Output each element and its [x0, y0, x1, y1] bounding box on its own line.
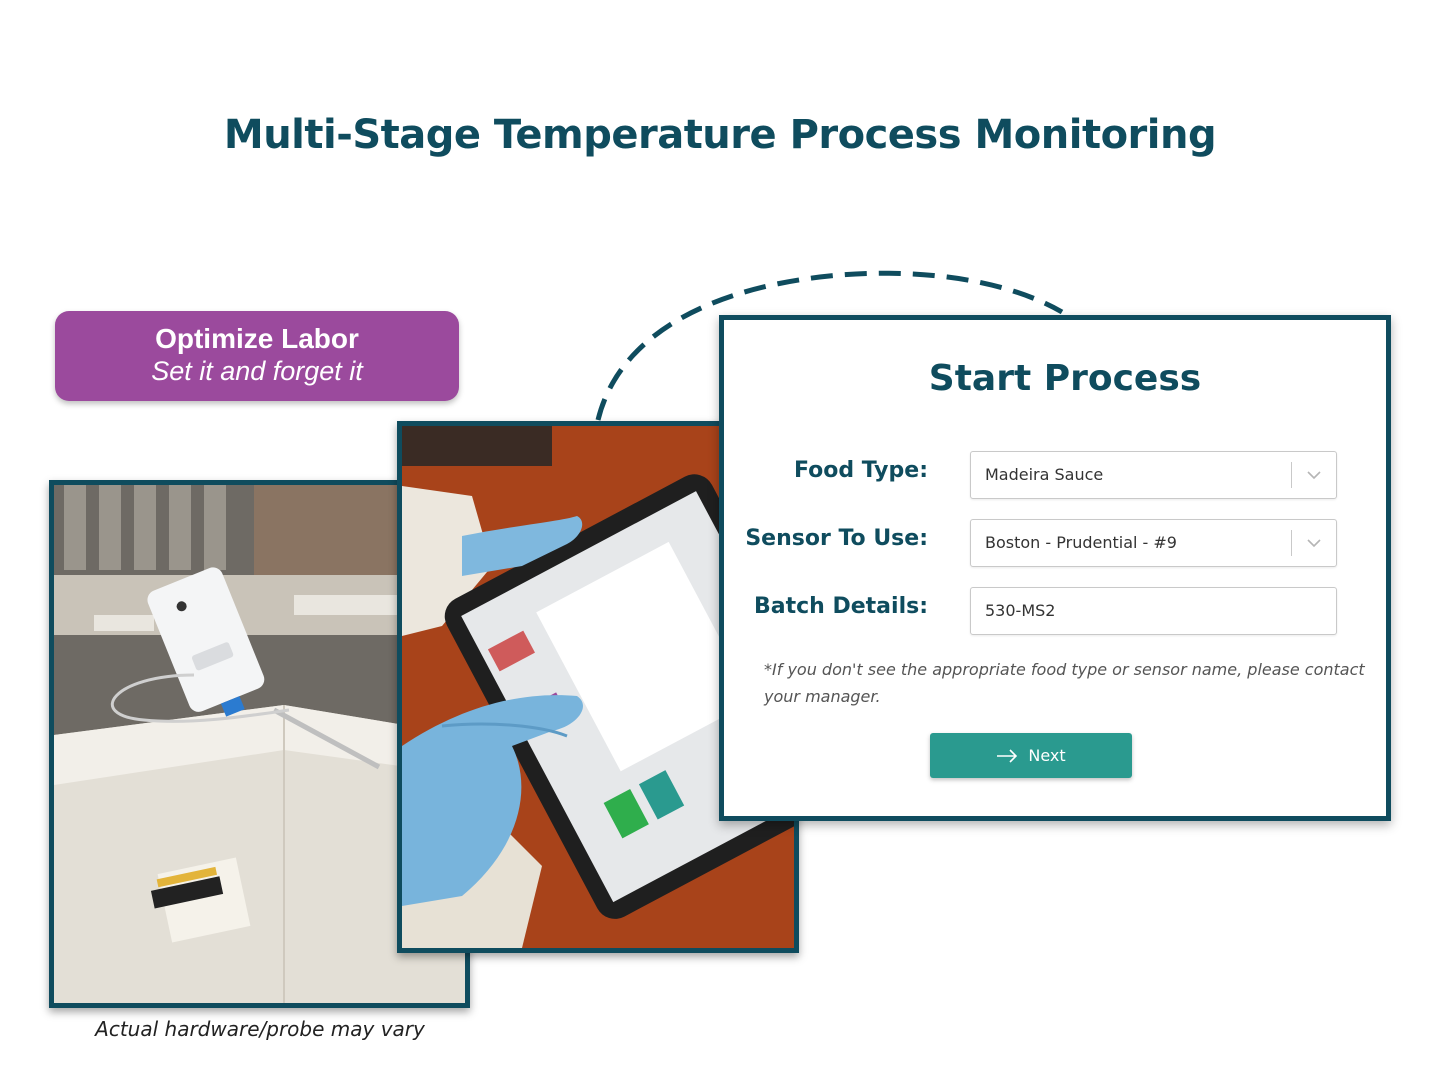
sensor-photo [49, 480, 470, 1008]
dropdown-separator [1291, 530, 1292, 556]
hardware-caption: Actual hardware/probe may vary [95, 1017, 425, 1041]
next-label: Next [1028, 746, 1066, 765]
start-process-card: Start Process Food Type: Madeira Sauce S… [719, 315, 1391, 821]
food-type-value: Madeira Sauce [985, 465, 1104, 484]
dropdown-separator [1291, 462, 1292, 488]
food-type-label: Food Type: [794, 458, 928, 483]
badge-title: Optimize Labor [155, 323, 359, 354]
sensor-value: Boston - Prudential - #9 [985, 533, 1177, 552]
badge-subtitle: Set it and forget it [151, 356, 363, 386]
next-button[interactable]: Next [930, 733, 1132, 778]
page-title: Multi-Stage Temperature Process Monitori… [223, 112, 1217, 158]
food-type-dropdown[interactable]: Madeira Sauce [970, 451, 1337, 499]
batch-details-input[interactable]: 530-MS2 [970, 587, 1337, 635]
help-note: *If you don't see the appropriate food t… [764, 660, 1365, 706]
sensor-dropdown[interactable]: Boston - Prudential - #9 [970, 519, 1337, 567]
batch-details-value: 530-MS2 [985, 601, 1056, 620]
sensor-label: Sensor To Use: [745, 526, 928, 551]
batch-details-label: Batch Details: [753, 594, 928, 619]
form-title: Start Process [928, 358, 1202, 399]
optimize-labor-badge: Optimize Labor Set it and forget it [55, 311, 459, 401]
arrow-right-icon [997, 748, 1018, 763]
chevron-down-icon[interactable] [1306, 535, 1322, 551]
chevron-down-icon[interactable] [1306, 467, 1322, 483]
